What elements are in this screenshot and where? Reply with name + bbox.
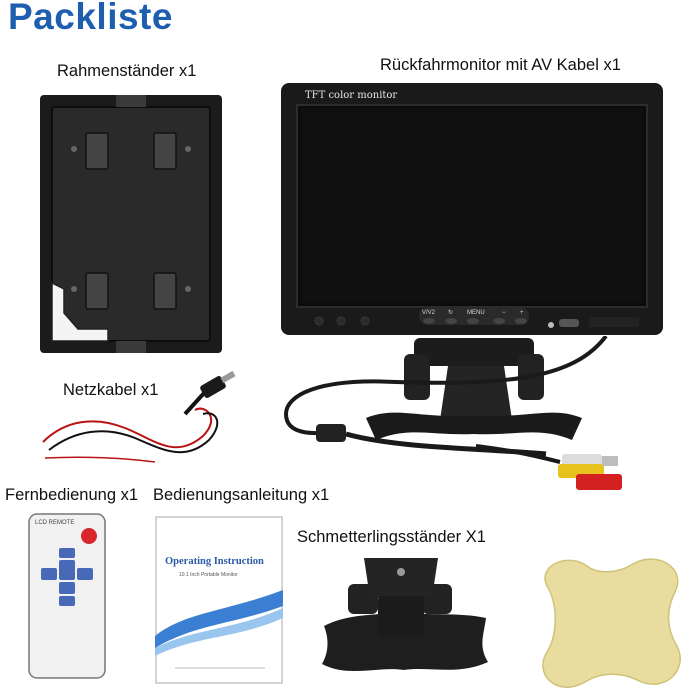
remote-right-button xyxy=(77,568,93,580)
page-title: Packliste xyxy=(8,0,173,37)
remote-brand: LCD REMOTE xyxy=(35,520,74,526)
monitor-stand-and-cable-image xyxy=(276,336,646,496)
manual-subheading: 10.1 Inch Portable Monitor xyxy=(179,572,238,578)
frame-label: Rahmenständer x1 xyxy=(57,62,197,80)
frame-stand-image xyxy=(38,93,224,355)
adhesive-pad-image xyxy=(537,556,687,696)
monitor-image: TFT color monitor V/V2 ↻ MENU − + xyxy=(281,83,663,343)
monitor-button-rotate: ↻ xyxy=(448,309,453,316)
remote-left-button xyxy=(41,568,57,580)
manual-label: Bedienungsanleitung x1 xyxy=(153,486,330,504)
manual-heading: Operating Instruction xyxy=(165,556,264,567)
monitor-label: Rückfahrmonitor mit AV Kabel x1 xyxy=(380,56,621,74)
butterfly-stand-label: Schmetterlingsständer X1 xyxy=(297,528,486,546)
power-cable-image xyxy=(35,370,245,470)
monitor-button-menu: MENU xyxy=(467,310,485,316)
power-cable-label: Netzkabel x1 xyxy=(63,381,159,399)
butterfly-stand-image xyxy=(308,554,500,694)
monitor-button-vv2: V/V2 xyxy=(422,310,436,316)
monitor-caption: TFT color monitor xyxy=(305,90,397,101)
power-icon xyxy=(548,322,554,328)
remote-power-button xyxy=(81,528,97,544)
manual-image: Operating Instruction 10.1 Inch Portable… xyxy=(155,516,283,686)
monitor-button-plus: + xyxy=(520,310,524,316)
remote-image: LCD REMOTE xyxy=(27,512,107,682)
remote-label: Fernbedienung x1 xyxy=(5,486,139,504)
monitor-button-minus: − xyxy=(502,310,506,316)
